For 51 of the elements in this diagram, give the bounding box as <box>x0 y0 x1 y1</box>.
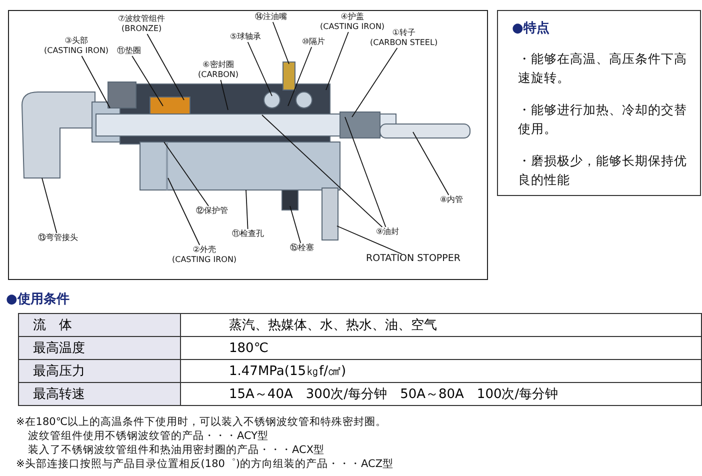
callout-label: ⑦波纹管组件 (BRONZE) <box>118 14 166 34</box>
callout-label: ⑮栓塞 <box>290 243 314 253</box>
leader-line <box>288 46 312 106</box>
header-cell: 最高转速 <box>18 382 180 406</box>
value-cell: 蒸汽、热媒体、水、热水、油、空气 <box>180 314 702 336</box>
leader-line <box>246 190 248 230</box>
callout-label: ⑥密封圈 (CARBON) <box>198 60 238 80</box>
leader-line <box>326 32 349 90</box>
leader-line <box>132 56 164 106</box>
leader-line <box>412 132 450 196</box>
leader-line <box>262 114 383 228</box>
callout-label: ⑩隔片 <box>302 37 326 47</box>
panel-heading: ●特点 <box>512 20 550 37</box>
header-cell: 流 体 <box>18 314 180 336</box>
note-text: ※头部连接口按照与产品目录位置相反(180゜)的方向组装的产品・・・ACZ型 <box>16 458 394 471</box>
callout-label: ②外壳 (CASTING IRON) <box>172 245 237 265</box>
value-cell: 180℃ <box>180 336 702 360</box>
leader-line <box>168 178 200 246</box>
leader-line <box>146 34 184 100</box>
note-text: 装入了不锈钢波纹管组件和热油用密封圈的产品・・・ACX型 <box>28 444 325 457</box>
note-text: ※在180℃以上的高温条件下使用时，可以装入不锈钢波纹管和特殊密封圈。 <box>16 416 387 429</box>
leader-line <box>344 116 386 228</box>
callout-label: ⑪检查孔 <box>232 229 264 239</box>
value-cell: 1.47MPa(15㎏f/㎠) <box>180 360 702 382</box>
features-panel <box>497 10 701 196</box>
value-cell: 15A～40A 300次/每分钟 50A～80A 100次/每分钟 <box>180 382 702 406</box>
leader-line <box>164 142 209 206</box>
feature-item: ・磨损极少，能够长期保持优良的性能 <box>518 152 688 189</box>
leader-line <box>290 206 302 244</box>
callout-label: ⑪垫圈 <box>117 46 141 56</box>
note-text: 波纹管组件使用不锈钢波纹管的产品・・・ACY型 <box>28 430 269 443</box>
feature-item: ・能够在高温、高压条件下高速旋转。 <box>518 50 688 87</box>
header-cell: 最高温度 <box>18 336 180 360</box>
leader-line <box>81 56 110 108</box>
callout-label: ⑧内管 <box>440 195 464 205</box>
callout-label: ROTATION STOPPER <box>366 254 460 264</box>
section-heading: ●使用条件 <box>6 291 70 308</box>
callout-label: ④护盖 (CASTING IRON) <box>320 12 385 32</box>
header-cell: 最高压力 <box>18 360 180 382</box>
callout-label: ⑭注油嘴 <box>255 12 287 22</box>
callout-label: ⑨油封 <box>376 227 400 237</box>
callout-label: ③头部 (CASTING IRON) <box>44 36 109 56</box>
leader-line <box>42 178 58 234</box>
leader-line <box>336 226 402 254</box>
callout-label: ⑫保护管 <box>196 206 228 216</box>
feature-item: ・能够进行加热、冷却的交替使用。 <box>518 101 688 138</box>
leader-line <box>272 22 290 64</box>
callout-label: ⑤球轴承 <box>230 32 262 42</box>
callout-label: ⑬弯管接头 <box>38 233 78 243</box>
leader-line <box>247 42 272 96</box>
leader-line <box>352 48 398 118</box>
